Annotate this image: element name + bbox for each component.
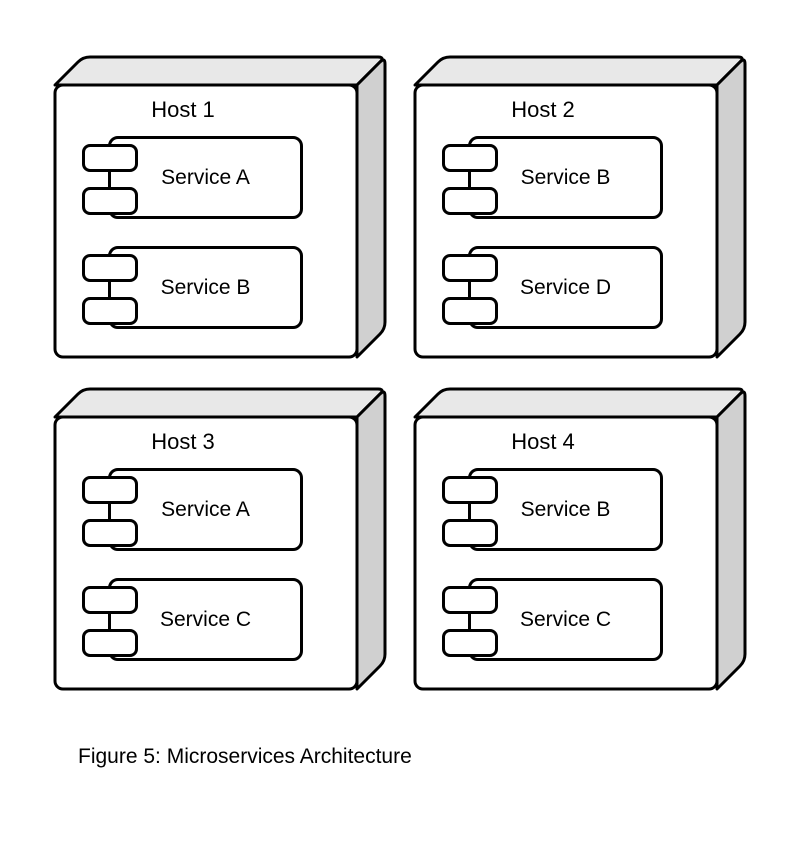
service-component: Service B <box>82 246 303 329</box>
service-box: Service B <box>468 468 663 551</box>
host-title: Host 4 <box>511 429 575 454</box>
service-label: Service C <box>159 608 252 631</box>
service-box: Service A <box>108 468 303 551</box>
component-tab-icon <box>442 187 498 215</box>
component-tab-icon <box>82 476 138 504</box>
component-tab-icon <box>82 586 138 614</box>
host-3: Host 3 Service A Service C <box>55 417 357 689</box>
service-component: Service B <box>442 468 663 551</box>
component-tab-icon <box>442 519 498 547</box>
component-tab-icon <box>82 187 138 215</box>
service-box: Service B <box>108 246 303 329</box>
service-box: Service D <box>468 246 663 329</box>
service-label: Service B <box>520 498 611 521</box>
service-component: Service C <box>442 578 663 661</box>
host-title: Host 3 <box>151 429 215 454</box>
service-component: Service B <box>442 136 663 219</box>
service-label: Service A <box>161 166 250 189</box>
host-1: Host 1 Service A Service B <box>55 85 357 357</box>
service-box: Service C <box>108 578 303 661</box>
component-tab-icon <box>442 144 498 172</box>
service-component: Service C <box>82 578 303 661</box>
service-label: Service A <box>161 498 250 521</box>
component-tab-icon <box>82 629 138 657</box>
service-label: Service B <box>520 166 611 189</box>
service-label: Service B <box>160 276 251 299</box>
host-title: Host 1 <box>151 97 215 122</box>
host-4: Host 4 Service B Service C <box>415 417 717 689</box>
service-box: Service A <box>108 136 303 219</box>
component-tab-icon <box>82 254 138 282</box>
component-tab-icon <box>442 476 498 504</box>
service-box: Service C <box>468 578 663 661</box>
figure-caption: Figure 5: Microservices Architecture <box>78 745 412 768</box>
component-tab-icon <box>82 297 138 325</box>
service-box: Service B <box>468 136 663 219</box>
component-tab-icon <box>442 297 498 325</box>
host-title: Host 2 <box>511 97 575 122</box>
service-component: Service D <box>442 246 663 329</box>
component-tab-icon <box>442 629 498 657</box>
service-label: Service C <box>519 608 612 631</box>
component-tab-icon <box>442 254 498 282</box>
service-label: Service D <box>519 276 612 299</box>
service-component: Service A <box>82 136 303 219</box>
service-component: Service A <box>82 468 303 551</box>
component-tab-icon <box>82 519 138 547</box>
component-tab-icon <box>82 144 138 172</box>
host-2: Host 2 Service B Service D <box>415 85 717 357</box>
component-tab-icon <box>442 586 498 614</box>
